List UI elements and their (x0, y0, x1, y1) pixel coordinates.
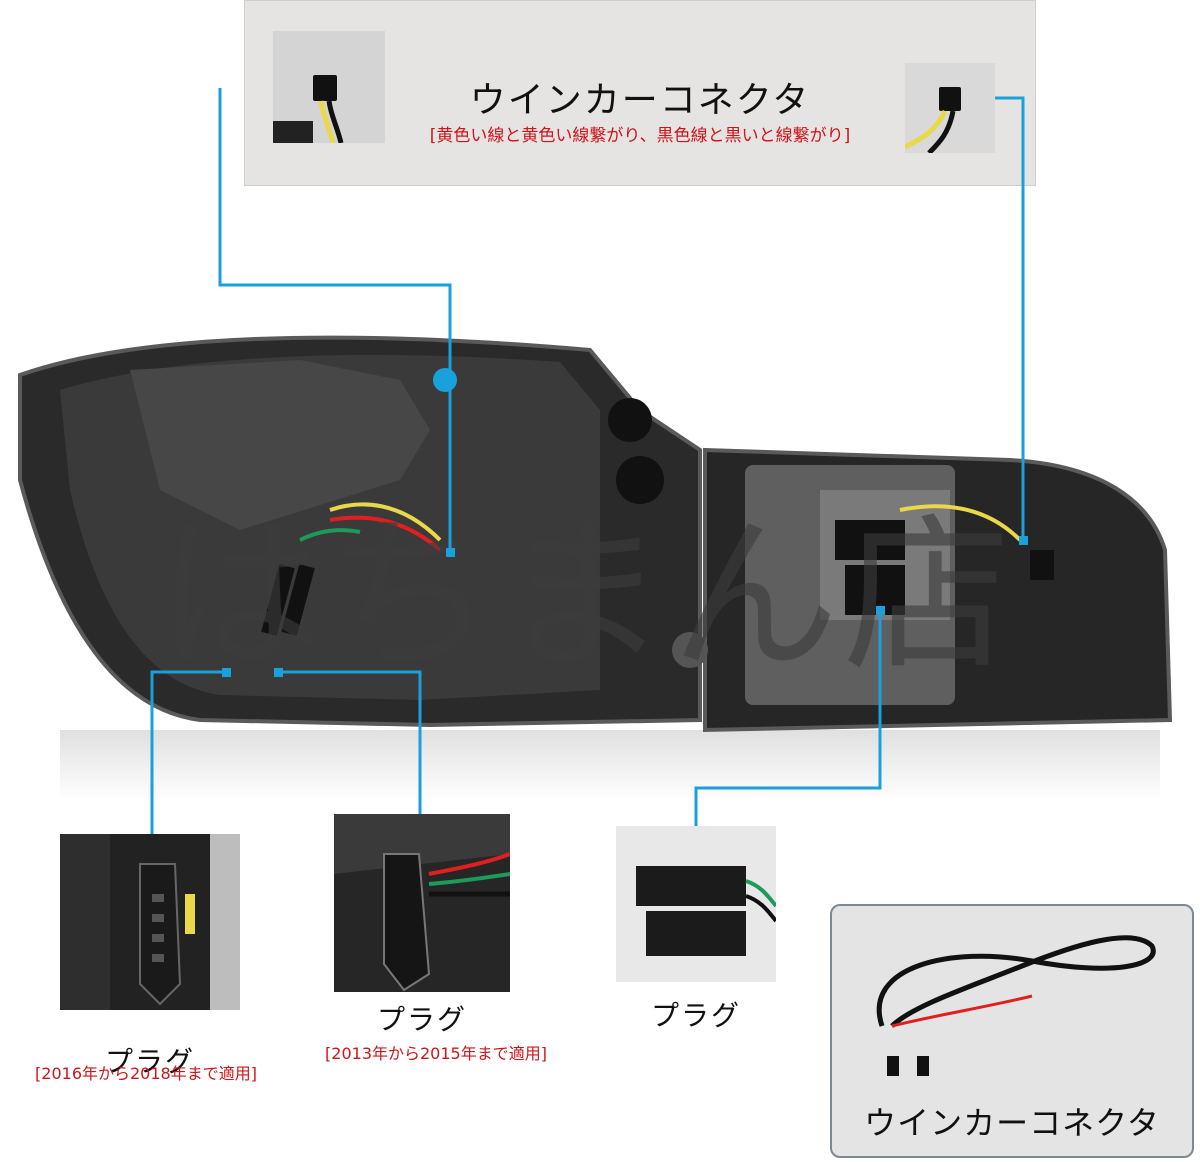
harness-box (830, 904, 1194, 1158)
plug-photo-right-lamp (616, 826, 776, 982)
right-connector-thumbnail (905, 63, 995, 153)
plug-image-2 (334, 814, 510, 992)
plug-photo-2013-2015 (334, 814, 510, 992)
plug-note-1: [2016年から2018年まで適用] (35, 1064, 257, 1083)
harness-wire-image (876, 935, 1156, 1076)
plug-image-3 (616, 826, 776, 982)
watermark-text: はちまん店 (155, 498, 1015, 694)
plug-image-1 (60, 834, 240, 1010)
plug-note-2: [2013年から2015年まで適用] (325, 1044, 547, 1063)
harness-label: ウインカーコネクタ (864, 1104, 1160, 1142)
banner-note: [黄色い線と黄色い線繋がり、黒色線と黒いと線繋がり] (429, 126, 851, 146)
top-banner: ウインカーコネクタ [黄色い線と黄色い線繋がり、黒色線と黒いと線繋がり] (244, 0, 1036, 186)
plug-label-2: プラグ (376, 1003, 467, 1036)
plug-label-3: プラグ (650, 999, 741, 1032)
banner-title: ウインカーコネクタ (469, 80, 811, 121)
plug-label-1: プラグ (104, 1045, 195, 1078)
plug-photo-2016-2018 (60, 834, 240, 1010)
connector-photo-right (905, 63, 995, 153)
